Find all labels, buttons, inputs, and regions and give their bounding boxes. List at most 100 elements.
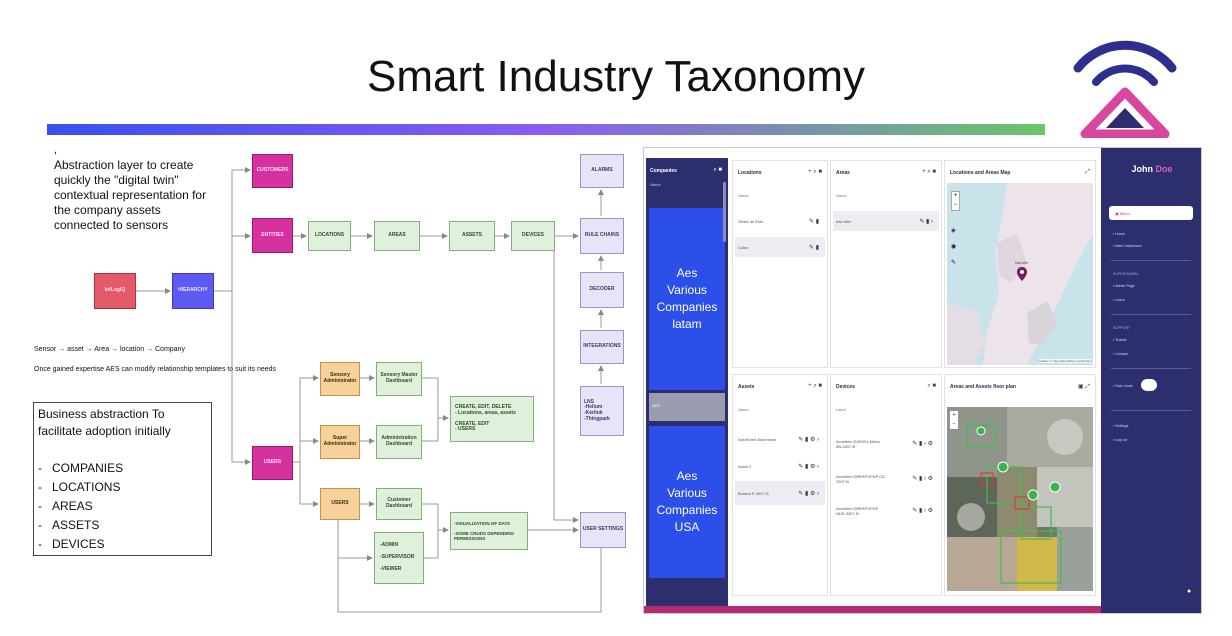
zoom-control[interactable]: +−	[950, 411, 958, 429]
assets-column-name: Name	[738, 407, 749, 412]
companies-title: Companies	[650, 168, 677, 174]
divider	[1111, 410, 1191, 411]
locations-title: Locations	[738, 170, 762, 176]
devices-node: DEVICES	[511, 221, 555, 251]
areas-node: AREAS	[374, 221, 420, 251]
expertise-note: Once gained expertise AES can modify rel…	[34, 366, 277, 373]
nav-logout[interactable]: ▪ Log out	[1113, 438, 1128, 442]
app-screenshot: Companies ⌕ ■ Name Aes Various Companies…	[643, 147, 1202, 614]
sensor-chain-note: Sensor → asset → Area → location → Compa…	[34, 346, 185, 353]
lns-node: LNS -Helium -Kerlink -Thingpark	[580, 386, 624, 436]
devices-column-name: Label	[836, 407, 846, 412]
row-actions-icon: ✎ ▮ ⚙ ›	[798, 436, 819, 443]
areas-column-name: Name	[836, 193, 847, 198]
devices-card: Devices ⌕ ■ Label Acceltrim EAR301-Motor…	[830, 374, 942, 596]
edit-delete-open-icon: ✎ ▮ ›	[919, 218, 933, 225]
table-row[interactable]: Isla Isfer✎ ▮ ›	[833, 211, 939, 231]
table-row[interactable]: Assett line Adventech✎ ▮ ⚙ ›	[738, 436, 819, 443]
table-row[interactable]: Acceltrim EBPHPUPHP NDE-3307-B✎ ▮ › ⚙	[836, 506, 933, 516]
devices-title: Devices	[836, 384, 855, 390]
list-item: - AREAS	[38, 499, 93, 513]
business-list: - COMPANIES - LOCATIONS - AREAS - ASSETS…	[38, 459, 123, 554]
map-card: Locations and Areas Map ⤢ +− ◈ ◉ ✎ Isla …	[944, 160, 1096, 368]
intro-text: Abstraction layer to create quickly the …	[54, 158, 207, 232]
company-card-usa[interactable]: Aes Various Companies USA	[649, 426, 725, 578]
edit-delete-icon: ✎ ▮	[809, 218, 819, 225]
draw-tool-icon[interactable]: ✎	[951, 260, 957, 266]
table-row[interactable]: Acceltrim EBPHPUPHP CE-3307-B✎ ▮ › ⚙	[836, 474, 933, 484]
locations-card: Locations + ⌕ ■ Name Oeste de Este✎ ▮ Co…	[732, 160, 828, 368]
gradient-divider	[47, 124, 1045, 135]
layers-icon[interactable]: ◈	[951, 228, 956, 234]
row-actions-icon: ✎ ▮ › ⚙	[912, 507, 933, 514]
super-admin-node: Super Administrator	[320, 425, 360, 459]
dark-mode-toggle[interactable]	[1141, 379, 1157, 391]
intro-comma: ,	[54, 144, 58, 156]
list-item: - ASSETS	[38, 518, 100, 532]
location-pin-tool-icon[interactable]: ◉	[951, 244, 957, 250]
map-attribution: Leaflet | © OpenStreetMap contributors	[1038, 359, 1091, 363]
list-item: - DEVICES	[38, 537, 105, 551]
table-row[interactable]: Asset 2✎ ▮ ⚙ ›	[738, 463, 819, 470]
edit-delete-icon: ✎ ▮	[809, 244, 819, 251]
floor-plan-image[interactable]: +−	[947, 407, 1093, 591]
companies-panel: Companies ⌕ ■ Name Aes Various Companies…	[646, 158, 728, 606]
decoder-node: DECODER	[580, 272, 624, 308]
nav-tickets[interactable]: ▪ Tickets	[1113, 338, 1127, 342]
floor-plan-title: Areas and Assets floor plan	[950, 384, 1016, 390]
list-item: - LOCATIONS	[38, 480, 121, 494]
business-heading-2: facilitate adoption initially	[38, 424, 171, 438]
areas-card: Areas + ⌕ ■ Name Isla Isfer✎ ▮ ›	[830, 160, 942, 368]
nav-home[interactable]: ▪ Home	[1113, 232, 1125, 236]
menu-button[interactable]: ▣ Menu	[1109, 206, 1193, 220]
add-search-icon[interactable]: + ⌕ ■	[922, 169, 936, 175]
search-icon[interactable]: ⌕ ■	[713, 167, 722, 173]
entities-node: ENTITIES	[252, 218, 293, 253]
integrations-node: INTEGRATIONS	[580, 330, 624, 364]
company-row-aes[interactable]: AES	[649, 393, 725, 421]
table-row[interactable]: Bomba P-3307-B✎ ▮ ⚙ ›	[735, 481, 825, 505]
nav-contact[interactable]: ▪ Contact	[1113, 352, 1128, 356]
add-search-icon[interactable]: + ⌕ ■	[808, 383, 822, 389]
customers-node: CUSTOMERS	[252, 154, 293, 188]
image-expand-icon[interactable]: ▣ ⤢	[1077, 384, 1090, 390]
map-pin-icon[interactable]	[1017, 267, 1027, 281]
users-node: USERS	[252, 446, 293, 480]
table-row[interactable]: Oeste de Este✎ ▮	[738, 218, 819, 225]
water-drop-icon: ●	[1187, 588, 1192, 595]
signal-tower-logo-icon	[1073, 40, 1177, 138]
users-role-node: USERS	[320, 488, 360, 520]
sensory-master-dashboard-node: Sensory Master Dashboard	[376, 362, 422, 396]
row-actions-icon: ✎ ▮ › ⚙	[912, 440, 933, 447]
rule-chains-node: RULE CHAINS	[580, 218, 624, 254]
table-row[interactable]: Acceltrim EAR301-Motor 5B-3307-B✎ ▮ › ⚙	[836, 439, 933, 449]
zoom-control[interactable]: +−	[951, 191, 960, 211]
list-item: - COMPANIES	[38, 461, 124, 475]
scrollbar[interactable]	[723, 182, 726, 242]
user-roles-node: -ADMIN -SUPERVISOR -VIEWER	[374, 532, 424, 584]
row-actions-icon: ✎ ▮ ⚙ ›	[798, 463, 819, 470]
divider	[1111, 314, 1191, 315]
nav-admin-page[interactable]: ▪ Admin Page	[1113, 284, 1135, 288]
customer-dashboard-node: Customer Dashboard	[376, 488, 422, 520]
areas-title: Areas	[836, 170, 850, 176]
table-row[interactable]: Colon✎ ▮	[735, 237, 825, 257]
map-view[interactable]: +− ◈ ◉ ✎ Isla Isfer Leaflet | © OpenStre…	[947, 183, 1093, 365]
nav-users[interactable]: ▪ Users	[1113, 298, 1125, 302]
section-support: SUPPORT	[1113, 326, 1131, 330]
search-icon[interactable]: ⌕ ■	[927, 383, 936, 389]
locations-column-name: Name	[738, 193, 749, 198]
nav-settings[interactable]: ▪ Settings	[1113, 424, 1129, 428]
add-search-icon[interactable]: + ⌕ ■	[808, 169, 822, 175]
alarms-node: ALARMS	[580, 154, 624, 188]
assets-title: Assets	[738, 384, 755, 390]
locations-node: LOCATIONS	[308, 221, 351, 251]
crud-permissions-node: CREATE, EDIT, DELETE - Locations, areas,…	[450, 396, 534, 442]
business-abstraction-box: Business abstraction To facilitate adopt…	[33, 402, 212, 556]
user-name: John Doe	[1131, 164, 1173, 174]
sensory-admin-node: Sensory Administrator	[320, 362, 360, 396]
map-title: Locations and Areas Map	[950, 170, 1011, 176]
nav-main-dashboard[interactable]: ▪ Main Dashboard	[1113, 244, 1142, 248]
company-card-latam[interactable]: Aes Various Companies latam	[649, 208, 725, 390]
expand-icon[interactable]: ⤢	[1085, 169, 1090, 175]
